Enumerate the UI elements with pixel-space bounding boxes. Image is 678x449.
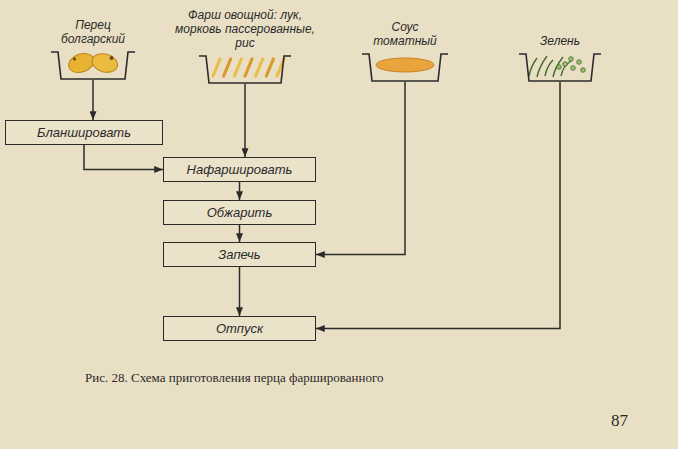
ingredient-bowl: Зелень — [515, 34, 605, 82]
greens-leaf — [569, 57, 574, 62]
ingredient-bowl: Фарш овощной: лук, морковь пассерованные… — [175, 8, 315, 84]
ingredient-label: Зелень — [515, 34, 605, 48]
pepper-picture — [90, 51, 120, 75]
ingredient-bowl: Соус томатный — [362, 20, 448, 82]
pepper-stem — [73, 57, 76, 60]
process-box: Обжарить — [163, 200, 316, 225]
ingredient-bowl: Перец болгарский — [47, 18, 139, 80]
flow-arrow — [316, 82, 560, 329]
bowl-picture — [515, 52, 605, 82]
greens-sprig — [545, 60, 553, 76]
process-label: Нафаршировать — [181, 159, 299, 180]
mince-strip — [224, 59, 231, 76]
bowl-outline — [51, 52, 135, 79]
flow-arrow — [239, 182, 241, 200]
greens-leaf — [577, 60, 582, 65]
flow-arrow — [316, 82, 405, 255]
process-box: Запечь — [163, 242, 316, 267]
bowl-picture — [362, 52, 448, 82]
ingredient-label: Перец болгарский — [47, 18, 139, 46]
mince-strip — [266, 59, 273, 76]
greens-leaf — [557, 65, 562, 70]
figure-caption: Рис. 28. Схема приготовления перца фарши… — [85, 370, 383, 386]
greens-sprig — [561, 61, 571, 76]
ingredient-label: Соус томатный — [365, 20, 445, 48]
greens-sprig — [529, 58, 537, 76]
bowl-picture — [47, 50, 139, 80]
bowl-outline — [362, 54, 448, 81]
flow-arrow — [239, 225, 241, 242]
ingredient-label: Фарш овощной: лук, морковь пассерованные… — [175, 8, 315, 50]
process-box: Отпуск — [163, 316, 316, 341]
flow-arrow — [244, 84, 246, 157]
mince-strip — [245, 59, 252, 76]
process-label: Отпуск — [210, 318, 269, 339]
mince-strip — [256, 59, 263, 76]
process-label: Запечь — [212, 244, 266, 265]
greens-leaf — [563, 62, 568, 67]
bowl-outline — [519, 54, 601, 81]
greens-leaf — [571, 66, 576, 71]
bowl-outline — [199, 56, 291, 83]
process-box: Бланшировать — [5, 120, 163, 145]
process-box: Нафаршировать — [163, 157, 316, 182]
greens-leaf — [581, 68, 586, 73]
sauce-picture — [376, 58, 434, 72]
flow-arrow — [84, 145, 163, 170]
flow-arrow — [239, 267, 241, 316]
process-label: Бланшировать — [31, 122, 137, 143]
mince-strip — [234, 59, 241, 76]
mince-strip — [213, 59, 220, 76]
process-label: Обжарить — [201, 202, 279, 223]
flow-arrow — [92, 80, 94, 120]
pepper-stem — [109, 56, 113, 60]
bowl-picture — [175, 54, 315, 84]
page-number: 87 — [611, 411, 628, 431]
